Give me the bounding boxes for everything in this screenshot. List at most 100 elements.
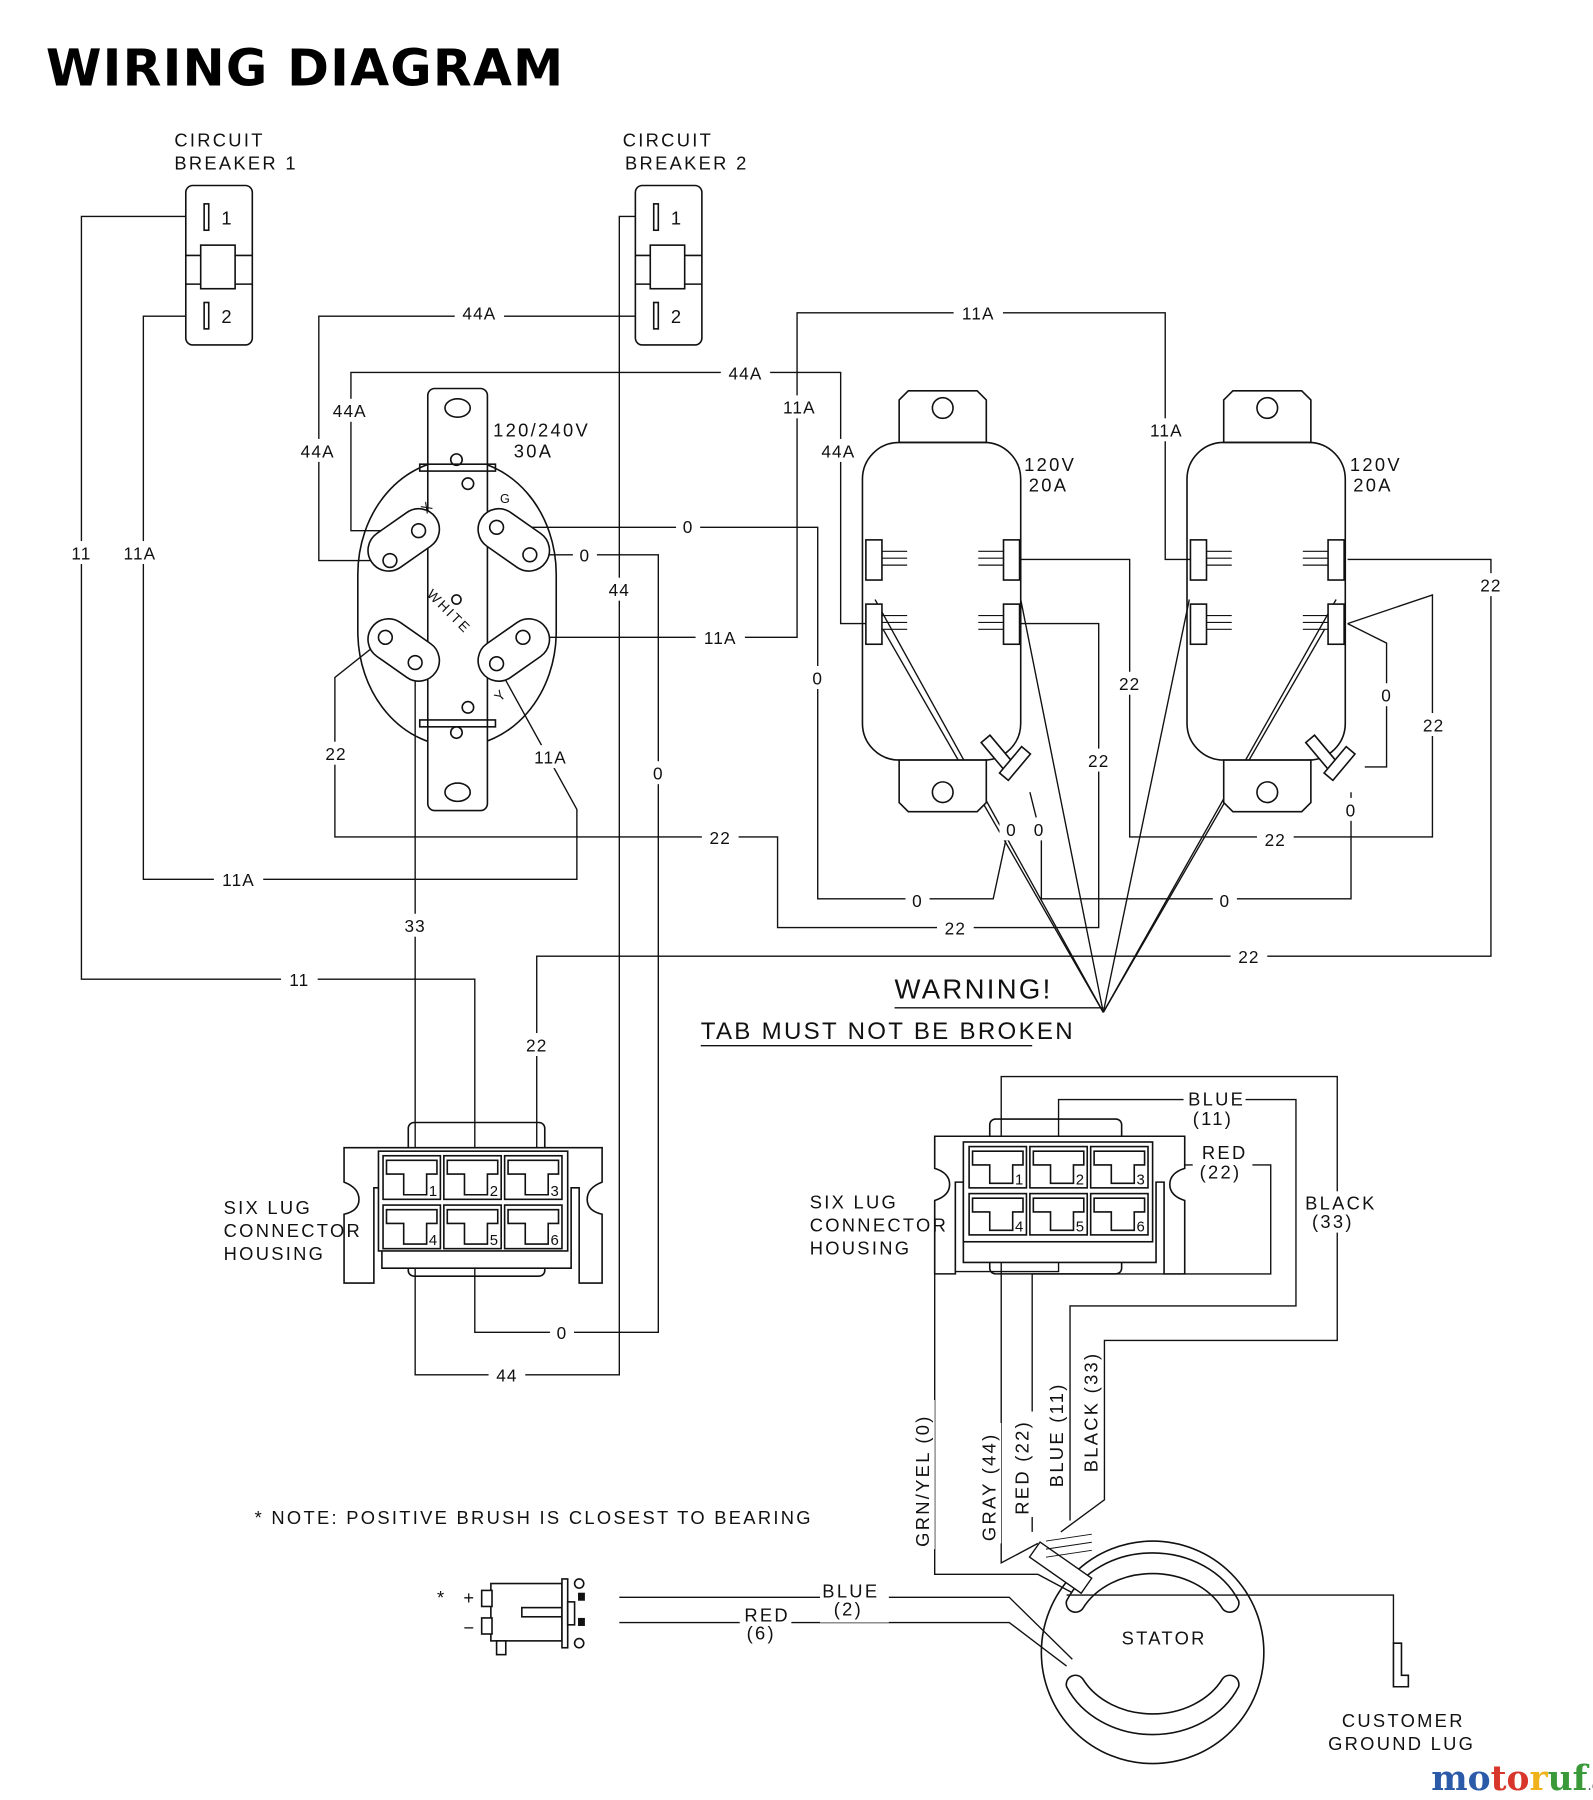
wire-label-background [525, 745, 576, 769]
wire-label: 11A [124, 543, 157, 563]
wire-label-background [1374, 683, 1399, 707]
connector-lug [968, 1145, 1028, 1189]
wire-label-background [805, 666, 830, 689]
wire-label-background [1080, 748, 1118, 772]
breaker-label: BREAKER 2 [625, 152, 749, 173]
wire-label-background [115, 541, 165, 564]
wire-label-background [454, 301, 505, 325]
wire-label-background [813, 438, 864, 462]
warning-pointer [1102, 599, 1190, 1013]
wire-label: 33 [404, 916, 425, 936]
wire-label: 0 [580, 546, 591, 566]
wire-label-background [1027, 817, 1052, 841]
brush-lead-color: BLUE [822, 1580, 879, 1601]
wire-11a-breaker [142, 315, 578, 881]
brush-blue-lead [619, 1596, 1073, 1660]
wire-label: 0 [812, 668, 823, 688]
lug-number: 6 [1137, 1219, 1145, 1235]
lead-color: RED [1202, 1142, 1248, 1163]
wire-label: 0 [1006, 820, 1017, 840]
connector-lug [1089, 1145, 1149, 1189]
connector-label: CONNECTOR [810, 1214, 948, 1235]
lug-terminal-icon [385, 1208, 438, 1245]
ground-lug-label: CUSTOMER [1342, 1710, 1465, 1731]
warning-pointer [1020, 599, 1104, 1013]
wire-label: 44A [462, 304, 496, 324]
lead-black-33 [1000, 1075, 1338, 1533]
lug-number: 1 [429, 1184, 437, 1200]
wire-label: 0 [1381, 686, 1392, 706]
wire-label-background [1472, 573, 1510, 597]
wire-label-background [213, 867, 264, 891]
terminal-number: 2 [671, 306, 684, 327]
connector-label: HOUSING [810, 1237, 912, 1258]
brush-lead-wire: (2) [834, 1599, 863, 1620]
terminal-number: 2 [221, 306, 234, 327]
lead-gray-44 [1000, 1225, 1039, 1565]
wire-label: 22 [1238, 947, 1259, 967]
lug-number: 5 [490, 1233, 498, 1249]
brush-lead-wire: (6) [747, 1623, 776, 1644]
wire-label: 22 [526, 1035, 547, 1055]
lug-number: 2 [490, 1184, 498, 1200]
wire-11 [80, 215, 476, 1177]
wire-22-a [334, 622, 1100, 929]
wire-label-background [676, 514, 701, 538]
wire-label: 22 [710, 828, 731, 848]
warning-title: WARNING! [895, 974, 1053, 1005]
wire-label-background [1256, 827, 1294, 851]
warning: WARNING! TAB MUST NOT BE BROKEN [700, 974, 1104, 1047]
lug-number: 6 [550, 1233, 558, 1249]
page-title: WIRING DIAGRAM [46, 39, 565, 98]
wire-0-b [474, 554, 659, 1334]
customer-ground-lug: CUSTOMER GROUND LUG [1328, 1642, 1475, 1754]
breaker-label: CIRCUIT [174, 130, 264, 151]
warning-text: TAB MUST NOT BE BROKEN [701, 1018, 1075, 1045]
terminal-mark: G [500, 492, 512, 506]
wire-label-background [701, 825, 739, 849]
wire-label-background [63, 541, 100, 564]
connector-lug [443, 1204, 502, 1250]
wire-44a-receptacle [350, 371, 872, 625]
lead-color: BLACK [1305, 1193, 1377, 1214]
wire-label: 22 [1423, 715, 1444, 735]
lug-number: 3 [550, 1184, 558, 1200]
lug-terminal-icon [1032, 1197, 1085, 1232]
connector-lug [1089, 1192, 1149, 1236]
stator-lead-label: GRN/YEL (0) [912, 1414, 933, 1547]
connector-lug [382, 1204, 442, 1250]
wire-label: 11A [222, 870, 255, 890]
lug-terminal-icon [385, 1159, 438, 1196]
stator-lead-label: BLUE (11) [1046, 1382, 1067, 1487]
connector-lug [382, 1154, 442, 1201]
wire-label: 44A [821, 441, 855, 461]
wire-0-a [496, 526, 1010, 900]
wire-label: 11A [704, 628, 737, 648]
wire-label-background [774, 395, 825, 419]
brush-holder: * + − BLUE (2) RED (6) [437, 1578, 889, 1656]
warning-pointer [1102, 628, 1326, 1013]
wire-label: 0 [557, 1323, 568, 1343]
wire-label: 22 [1480, 575, 1501, 595]
wire-label-background [1111, 671, 1149, 695]
wire-label: 11A [783, 398, 816, 418]
wire-label-background [1415, 713, 1452, 736]
ground-wire [1066, 1594, 1395, 1644]
circuit-breaker-2: CIRCUIT BREAKER 2 1 2 [623, 130, 749, 346]
receptacle-1-120v-20a: 120V 20A [861, 389, 1074, 813]
wire-label: 11A [534, 748, 567, 768]
ground-lug-label: GROUND LUG [1328, 1733, 1475, 1754]
stator-lead-label: BLACK (33) [1081, 1352, 1102, 1473]
lug-terminal-icon [1093, 1150, 1146, 1185]
connector-lug [503, 1204, 563, 1250]
wire-label-background [953, 301, 1003, 325]
wire-label-background [999, 817, 1024, 841]
wire-label: 44A [333, 401, 367, 421]
wire-label-background [695, 625, 745, 649]
lead-blue-11 [1057, 1098, 1297, 1521]
lead-color: BLUE [1188, 1088, 1245, 1109]
wire-label-background [572, 543, 597, 567]
breaker-label: BREAKER 1 [174, 152, 298, 173]
connector-label: HOUSING [224, 1243, 326, 1264]
